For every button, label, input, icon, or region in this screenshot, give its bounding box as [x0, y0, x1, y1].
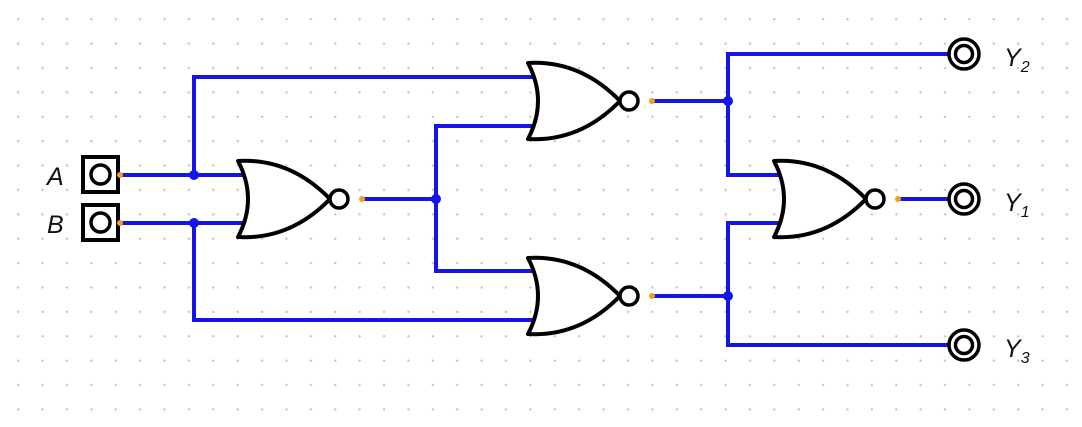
output-probe-y1[interactable] — [947, 182, 981, 216]
output-label-y2: Y2 — [1004, 44, 1030, 76]
wire-g3-to-y3 — [726, 294, 954, 347]
junction-dot — [189, 218, 199, 228]
wire-g2-to-g4 — [726, 99, 782, 177]
nor-gate-g4[interactable] — [772, 158, 901, 240]
output-label-y3-main: Y — [1004, 335, 1021, 363]
junction-dot — [431, 194, 441, 204]
output-probe-y3[interactable] — [947, 328, 981, 362]
output-label-y3: Y3 — [1004, 335, 1030, 367]
output-label-y1: Y1 — [1004, 189, 1030, 221]
input-switch-a[interactable] — [81, 155, 123, 194]
output-label-y1-main: Y — [1004, 189, 1021, 217]
output-label-y1-sub: 1 — [1020, 204, 1030, 221]
input-label-a: A — [47, 163, 64, 191]
wire-g1-to-g3 — [434, 197, 536, 273]
junction-dot — [723, 291, 733, 301]
wire-g3-to-g4 — [726, 221, 782, 298]
output-label-y2-sub: 2 — [1020, 59, 1030, 76]
junction-dot — [723, 96, 733, 106]
wire-g1-to-g2 — [434, 124, 536, 201]
nor-gate-g1[interactable] — [236, 158, 365, 240]
wire-g2-to-y2 — [726, 52, 954, 103]
wire-a-to-g2 — [192, 75, 536, 177]
junctions — [189, 96, 733, 301]
nor-gate-g3[interactable] — [526, 255, 655, 337]
wire-b-to-g3 — [192, 221, 536, 322]
junction-dot — [189, 170, 199, 180]
nor-gate-g2[interactable] — [526, 60, 655, 142]
output-probe-y2[interactable] — [947, 37, 981, 71]
wires — [118, 52, 954, 347]
input-switch-b[interactable] — [81, 203, 123, 242]
output-label-y2-main: Y — [1004, 44, 1021, 72]
input-label-b: B — [47, 211, 64, 239]
output-label-y3-sub: 3 — [1020, 350, 1030, 367]
